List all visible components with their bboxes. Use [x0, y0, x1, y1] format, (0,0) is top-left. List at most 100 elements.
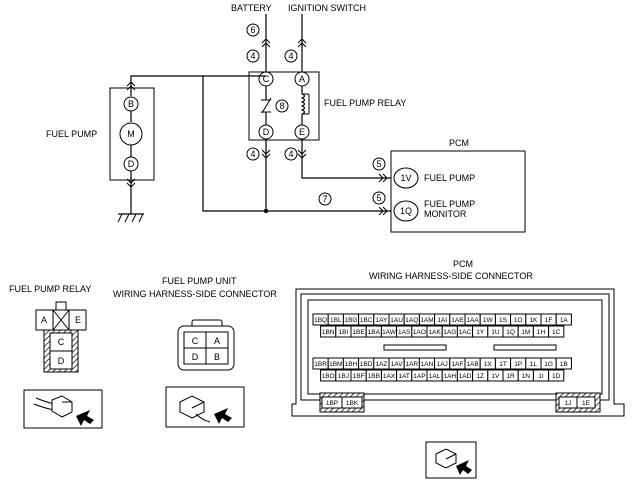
pcm-pin-label: 1L [530, 361, 538, 368]
pcm-pin-label: 1BN [322, 329, 335, 336]
pcm-pin-cell [555, 357, 572, 370]
pcm-pin-label: 1AU [390, 317, 403, 324]
pcm-pin-label: 1BK [346, 400, 359, 407]
pcm-pin-label: 1V [491, 373, 500, 380]
pcm-connector-title-l1: PCM [453, 259, 473, 269]
relay-coil-icon [300, 86, 310, 125]
pcm-pin-label: 1BF [353, 373, 365, 380]
pcm-pin-label: 1AT [398, 373, 409, 380]
pcm-pin-label: 1BL [330, 317, 342, 324]
relay-pin-d: D [258, 124, 274, 140]
pcm-pin-label: 1BC [360, 317, 373, 324]
pcm-pin-label: 1N [522, 373, 531, 380]
pcm-pin-label: 1D [552, 373, 561, 380]
pcm-pin-label: 1BG [344, 317, 357, 324]
pcm-pin-label: 1BJ [338, 373, 349, 380]
pcm-fuel-pump-label: FUEL PUMP [424, 173, 475, 183]
pcm-pin-label: 1AX [383, 373, 396, 380]
pcm-pin-label: 1BB [368, 373, 380, 380]
unit-conn-pin-c: C [192, 336, 199, 346]
unit-connector-title-l2: WIRING HARNESS-SIDE CONNECTOR [113, 289, 277, 299]
ref-8-relay: 8 [275, 99, 289, 113]
pcm-pin-label: 1AH [443, 373, 456, 380]
pcm-pin-1q: 1Q [393, 200, 419, 222]
pcm-label: PCM [449, 138, 469, 148]
ignition-switch-label: IGNITION SWITCH [288, 3, 366, 13]
pcm-pin-label: 1C [552, 329, 561, 336]
pcm-pin-label: 1AN [421, 361, 434, 368]
pcm-pin-label: 1AI [437, 317, 447, 324]
pcm-pin-label: 1Q [506, 329, 515, 336]
pcm-pin-label: 1X [484, 361, 493, 368]
pcm-pin-label: 1J [565, 400, 572, 407]
relay-connector-title: FUEL PUMP RELAY [9, 284, 91, 294]
pcm-pin-label: 1A [560, 317, 569, 324]
pcm-pin-label: 1E [582, 400, 591, 407]
motor-icon: M [119, 122, 143, 146]
ref-4-ignition-lower: 4 [284, 147, 298, 161]
pcm-pin-cell [548, 369, 565, 382]
pcm-pin-cell [341, 396, 363, 409]
pcm-pin-label: 1AJ [437, 361, 448, 368]
pcm-latch-right [493, 344, 557, 351]
ground-icon [117, 213, 144, 223]
pcm-pin-label: 1S [499, 317, 508, 324]
pcm-pin-label: 1AO [413, 329, 426, 336]
pcm-latch-left [383, 344, 447, 351]
pcm-pin-label: 1AR [405, 361, 418, 368]
pcm-pin-label: 1BR [314, 361, 327, 368]
pcm-pin-label: 1AD [459, 373, 472, 380]
pcm-bottom-right-pins: 1J 1E [558, 396, 596, 409]
monitor-wire [202, 76, 392, 212]
pcm-connector-title-l2: WIRING HARNESS-SIDE CONNECTOR [369, 271, 533, 281]
pcm-pin-label: 1BM [329, 361, 342, 368]
pcm-pin-label: 1W [483, 317, 494, 324]
pcm-pin-label: 1I [538, 373, 544, 380]
svg-text:4: 4 [250, 149, 255, 159]
ref-7-monitor: 7 [318, 192, 332, 206]
pcm-pin-label: 1B [560, 361, 568, 368]
pcm-pin-label: 1P [514, 361, 522, 368]
pcm-pin-label: 1K [529, 317, 538, 324]
unit-conn-pin-a: A [214, 336, 220, 346]
pcm-pin-label: 1AE [451, 317, 464, 324]
svg-text:7: 7 [322, 194, 327, 204]
pcm-view-direction-icon [425, 441, 477, 479]
pcm-pin-label: 1Y [476, 329, 485, 336]
pcm-pin-label: 1BE [352, 329, 365, 336]
pcm-pin-label: 1R [506, 373, 515, 380]
ref-4-ignition-upper: 4 [284, 49, 298, 63]
relay-pin-a: A [294, 71, 310, 87]
pcm-pin-label: 1O [514, 317, 523, 324]
svg-text:M: M [127, 129, 135, 139]
svg-text:4: 4 [288, 149, 293, 159]
svg-text:5: 5 [376, 159, 381, 169]
pcm-pin-label: 1AY [375, 317, 387, 324]
pcm-pin-label: 1AZ [375, 361, 387, 368]
svg-text:A: A [299, 74, 305, 84]
relay-contact-icon [261, 86, 272, 125]
pcm-pin-label: 1AC [459, 329, 472, 336]
pcm-pin-label: 1BQ [314, 317, 327, 324]
fuel-pump-pin-d: D [123, 156, 139, 172]
pcm-pin-label: 1AA [466, 317, 479, 324]
pcm-pin-label: 1H [537, 329, 546, 336]
pcm-pin-label: 1F [545, 317, 553, 324]
pcm-pin-cell [576, 396, 596, 409]
fuel-pump-label: FUEL PUMP [46, 129, 97, 139]
pump-b-feed-wire [130, 75, 266, 96]
relay-pin-c: C [258, 71, 274, 87]
pcm-pin-label: 1BA [368, 329, 381, 336]
pcm-pin-label: 1M [521, 329, 530, 336]
pcm-pin-label: 1AK [428, 329, 441, 336]
pcm-pin-label: 1BI [339, 329, 349, 336]
pcm-pin-label: 1AV [391, 361, 403, 368]
pcm-pin-label: 1AQ [405, 317, 418, 324]
relay-connector: A E C D [35, 301, 87, 373]
